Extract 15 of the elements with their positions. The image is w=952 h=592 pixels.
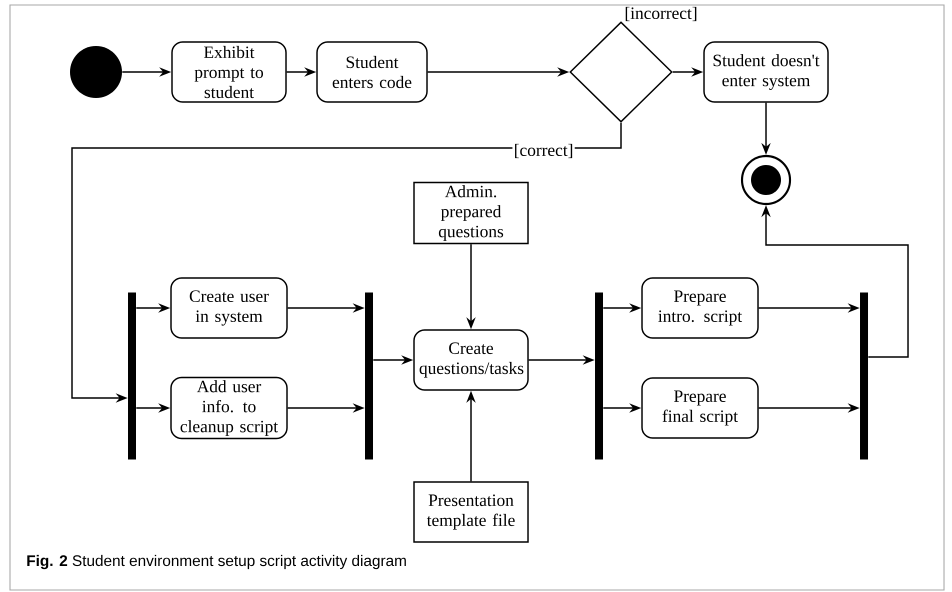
activity-box: Exhibit prompt to student [171, 41, 287, 103]
edge-label: [incorrect] [623, 6, 699, 22]
activity-box: Student enters code [316, 41, 428, 103]
activity-box: Student doesn't enter system [703, 41, 829, 103]
caption: Fig. 2 Student environment setup script activity diagram [27, 554, 406, 570]
activity-box: Create questions/tasks [413, 329, 529, 391]
activity-box: Prepare final script [641, 377, 759, 439]
activity-box: Add user info. to cleanup script [170, 376, 288, 440]
start-node [70, 46, 122, 98]
activity-box: Create user in system [170, 277, 288, 339]
end-node [740, 154, 792, 206]
object-box: Presentation template file [413, 481, 529, 543]
edge-label: [correct] [512, 142, 575, 160]
object-box: Admin. prepared questions [413, 182, 529, 244]
activity-box: Prepare intro. script [641, 277, 759, 339]
